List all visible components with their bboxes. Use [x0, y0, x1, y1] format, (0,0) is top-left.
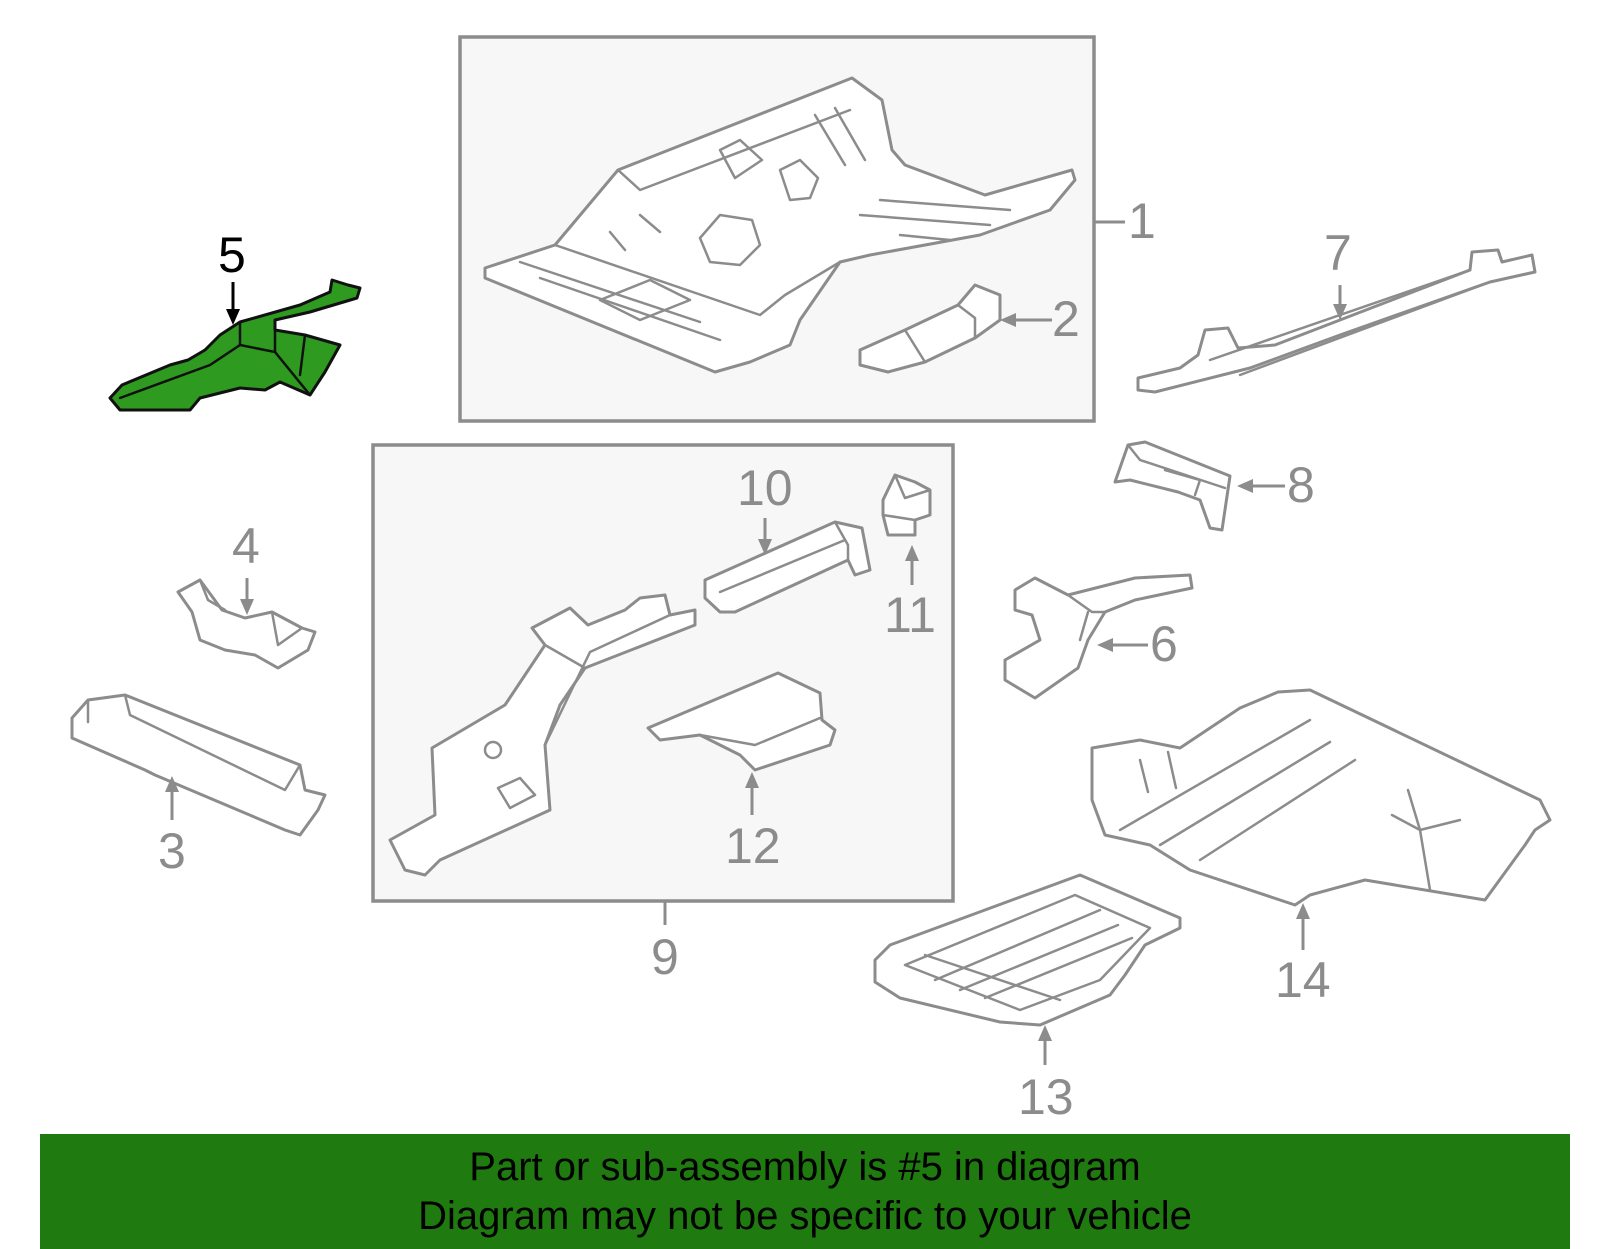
callout-9: 9 — [651, 929, 679, 985]
callout-1: 1 — [1128, 193, 1156, 249]
part-12-plate[interactable] — [646, 671, 837, 772]
banner-line-part-number: Part or sub-assembly is #5 in diagram — [469, 1144, 1141, 1189]
callout-3: 3 — [158, 823, 186, 879]
part-6-extension[interactable] — [1003, 573, 1194, 700]
callout-10: 10 — [737, 460, 793, 516]
callout-13: 13 — [1018, 1069, 1074, 1125]
part-13-spare-tire-pan[interactable] — [873, 873, 1182, 1027]
callout-12: 12 — [725, 818, 781, 874]
callout-7: 7 — [1324, 225, 1352, 281]
part-8-brace[interactable] — [1113, 440, 1232, 532]
part-5-highlighted[interactable] — [108, 278, 362, 412]
info-banner: Part or sub-assembly is #5 in diagram Di… — [40, 1134, 1570, 1249]
callout-5: 5 — [218, 227, 246, 283]
callout-14: 14 — [1275, 952, 1331, 1008]
callout-6: 6 — [1150, 616, 1178, 672]
part-4-bracket[interactable] — [176, 578, 317, 670]
part-10-reinforcement[interactable] — [703, 520, 872, 614]
callout-4: 4 — [232, 518, 260, 574]
callout-8: 8 — [1287, 457, 1315, 513]
part-14-rear-floor[interactable] — [1090, 688, 1552, 907]
callout-11: 11 — [884, 587, 936, 643]
part-11-bracket[interactable] — [881, 473, 932, 537]
callout-2: 2 — [1052, 291, 1080, 347]
banner-line-disclaimer: Diagram may not be specific to your vehi… — [418, 1193, 1192, 1238]
part-9-frame-rail[interactable] — [388, 593, 697, 877]
part-3-crossmember[interactable] — [70, 693, 327, 837]
part-1-floor-pan[interactable] — [483, 76, 1077, 374]
